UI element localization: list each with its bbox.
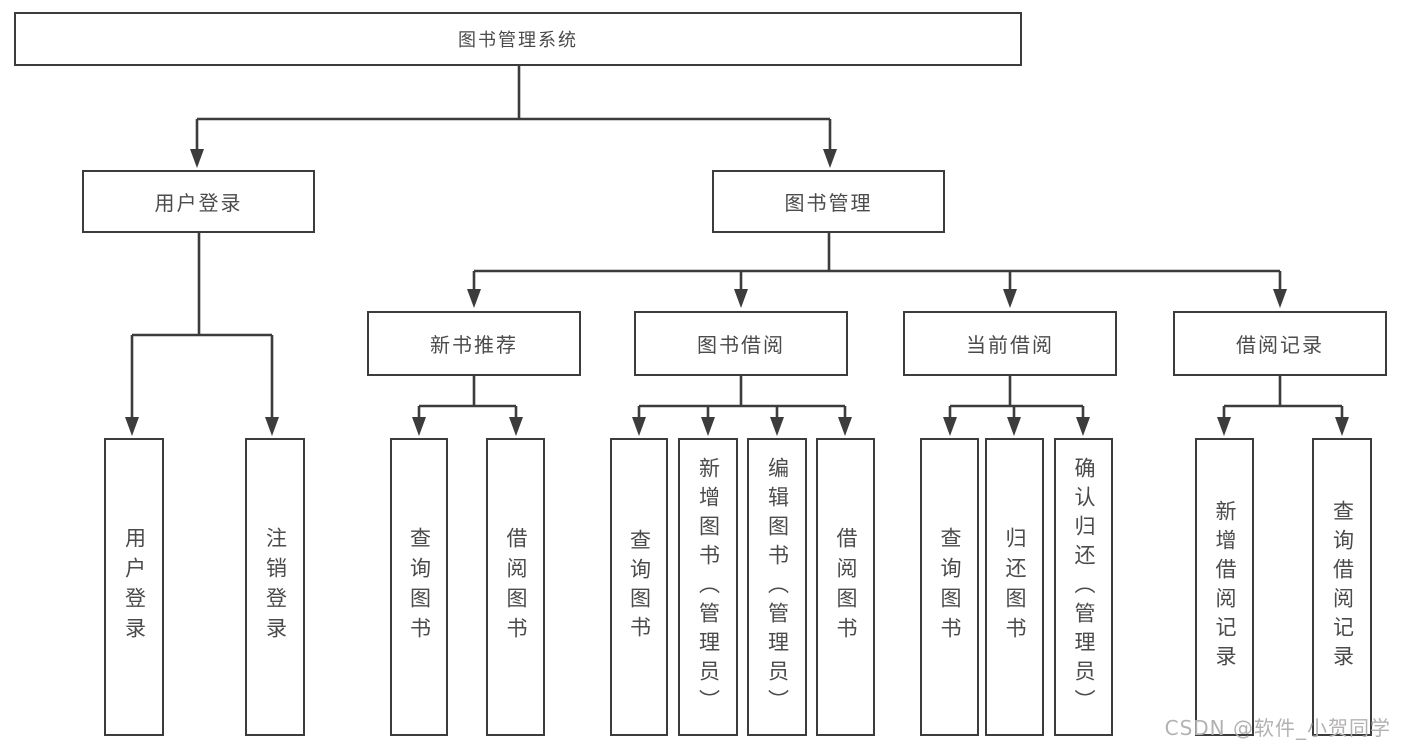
node-borrowing-records: 借阅记录 (1173, 311, 1387, 376)
arrowhead-icon (1003, 289, 1017, 308)
leaf-return-books: 归还图书 (985, 438, 1044, 736)
leaf-logout: 注销登录 (245, 438, 305, 736)
leaf-add-book-admin: 新增图书（管理员） (678, 438, 738, 736)
leaf-edit-book-admin: 编辑图书（管理员） (747, 438, 807, 736)
leaf-query-books-2: 查询图书 (610, 438, 668, 736)
leaf-add-borrow-record: 新增借阅记录 (1195, 438, 1254, 736)
arrowhead-icon (943, 417, 957, 436)
node-book-borrowing: 图书借阅 (634, 311, 848, 376)
leaf-query-books-3: 查询图书 (920, 438, 979, 736)
node-book-management: 图书管理 (712, 170, 945, 233)
node-root: 图书管理系统 (14, 12, 1022, 66)
arrowhead-icon (823, 149, 837, 168)
connector-book-mgmt-children (472, 233, 1282, 292)
arrowhead-icon (1273, 289, 1287, 308)
arrowhead-icon (838, 417, 852, 436)
arrowhead-icon (1076, 417, 1090, 436)
arrowhead-icon (1007, 417, 1021, 436)
connector-user-login-children (130, 233, 274, 420)
arrowhead-icon (190, 149, 204, 168)
arrowhead-icon (412, 417, 426, 436)
leaf-user-login: 用户登录 (104, 438, 164, 736)
connector-new-book-rec-children (417, 376, 518, 421)
arrowhead-icon (467, 289, 481, 308)
arrowhead-icon (125, 417, 139, 436)
leaf-borrow-books-2: 借阅图书 (816, 438, 875, 736)
leaf-query-borrow-record: 查询借阅记录 (1312, 438, 1372, 736)
leaf-confirm-return-admin: 确认归还（管理员） (1054, 438, 1113, 736)
arrowhead-icon (509, 417, 523, 436)
arrowhead-icon (770, 417, 784, 436)
leaf-query-books-1: 查询图书 (390, 438, 448, 736)
arrowhead-icon (265, 417, 279, 436)
arrowhead-icon (701, 417, 715, 436)
connector-current-borrow-children (948, 376, 1085, 421)
arrowhead-icon (1335, 417, 1349, 436)
csdn-watermark: CSDN @软件_小贺同学 (1164, 716, 1391, 740)
arrowhead-icon (1217, 417, 1231, 436)
leaf-borrow-books-1: 借阅图书 (486, 438, 545, 736)
arrowhead-icon (632, 417, 646, 436)
connector-borrow-record-children (1222, 376, 1344, 421)
arrowhead-icon (734, 289, 748, 308)
connector-book-borrow-children (637, 376, 847, 421)
node-new-book-recommend: 新书推荐 (367, 311, 581, 376)
connector-root-children (195, 66, 832, 151)
node-user-login: 用户登录 (82, 170, 315, 233)
node-current-borrowing: 当前借阅 (903, 311, 1117, 376)
